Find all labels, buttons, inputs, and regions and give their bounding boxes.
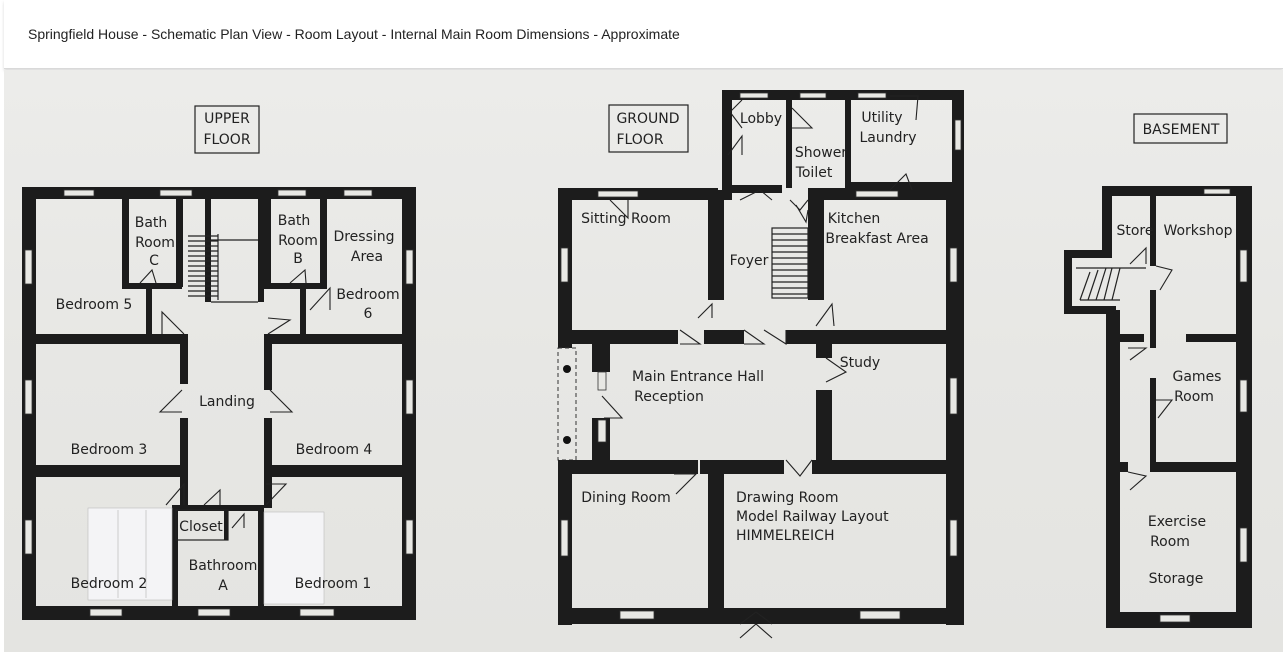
room-bedroom3: Bedroom 3 bbox=[71, 442, 148, 458]
room-dressing-line2: Area bbox=[351, 249, 383, 265]
room-games-line1: Games bbox=[1173, 369, 1222, 385]
room-sitting: Sitting Room bbox=[581, 211, 671, 227]
room-utility-line2: Laundry bbox=[859, 130, 916, 146]
ground-floor-title-box bbox=[608, 104, 689, 153]
upper-floor-title-line1: UPPER bbox=[204, 111, 250, 127]
room-bedroom4: Bedroom 4 bbox=[296, 442, 373, 458]
upper-floor-title-line2: FLOOR bbox=[203, 132, 250, 148]
room-bath-b-line1: Bath bbox=[278, 213, 311, 229]
room-kitchen-line1: Kitchen bbox=[828, 211, 881, 227]
room-kitchen-line2: Breakfast Area bbox=[825, 231, 928, 247]
room-bath-c-line1: Bath bbox=[135, 215, 168, 231]
upper-floor-plan: UPPER FLOOR Bath Room C Bath Room B Dres… bbox=[22, 105, 416, 620]
room-lobby: Lobby bbox=[740, 111, 782, 127]
room-storage: Storage bbox=[1149, 571, 1204, 587]
room-bath-b-line3: B bbox=[293, 251, 303, 267]
room-bedroom5: Bedroom 5 bbox=[56, 297, 133, 313]
room-bath-c-line2: Room bbox=[135, 235, 175, 251]
room-games-line2: Room bbox=[1174, 389, 1214, 405]
basement-title: BASEMENT bbox=[1143, 122, 1220, 138]
room-bathroom-a-line1: Bathroom bbox=[189, 558, 258, 574]
plan-paper bbox=[4, 70, 1283, 652]
header-bar: Springfield House - Schematic Plan View … bbox=[4, 0, 1283, 69]
room-store: Store bbox=[1116, 223, 1153, 239]
room-dressing-line1: Dressing bbox=[333, 229, 394, 245]
room-bathroom-a-line2: A bbox=[218, 578, 228, 594]
room-drawing-line3: HIMMELREICH bbox=[736, 528, 834, 544]
basement-plan: BASEMENT Store Workshop Games Room Exerc… bbox=[1064, 113, 1252, 628]
room-shower-line1: Shower bbox=[795, 145, 847, 161]
room-bedroom6-line1: Bedroom bbox=[336, 287, 399, 303]
room-workshop: Workshop bbox=[1163, 223, 1232, 239]
page-title: Springfield House - Schematic Plan View … bbox=[28, 26, 680, 42]
ground-floor-plan: GROUND FLOOR Lobby Shower Toilet Utility… bbox=[557, 90, 964, 639]
room-bedroom6-line2: 6 bbox=[364, 306, 373, 322]
room-bath-b-line2: Room bbox=[278, 233, 318, 249]
basement-title-box bbox=[1133, 113, 1228, 144]
room-study: Study bbox=[840, 355, 880, 371]
room-hall-line2: Reception bbox=[634, 389, 704, 405]
room-landing: Landing bbox=[199, 394, 255, 410]
room-dining: Dining Room bbox=[581, 490, 671, 506]
room-foyer: Foyer bbox=[730, 253, 769, 269]
room-drawing-line1: Drawing Room bbox=[736, 490, 839, 506]
room-hall-line1: Main Entrance Hall bbox=[632, 369, 764, 385]
room-exercise-line2: Room bbox=[1150, 534, 1190, 550]
room-bath-c-line3: C bbox=[149, 253, 159, 269]
room-bedroom1: Bedroom 1 bbox=[295, 576, 372, 592]
upper-floor-title-box bbox=[194, 105, 260, 154]
ground-floor-title-line2: FLOOR bbox=[616, 132, 663, 148]
room-closet: Closet bbox=[179, 519, 223, 535]
ground-floor-title-line1: GROUND bbox=[616, 111, 679, 127]
room-bedroom2: Bedroom 2 bbox=[71, 576, 148, 592]
room-utility-line1: Utility bbox=[861, 110, 902, 126]
room-drawing-line2: Model Railway Layout bbox=[736, 509, 889, 525]
room-exercise-line1: Exercise bbox=[1148, 514, 1206, 530]
room-shower-line2: Toilet bbox=[795, 165, 833, 181]
